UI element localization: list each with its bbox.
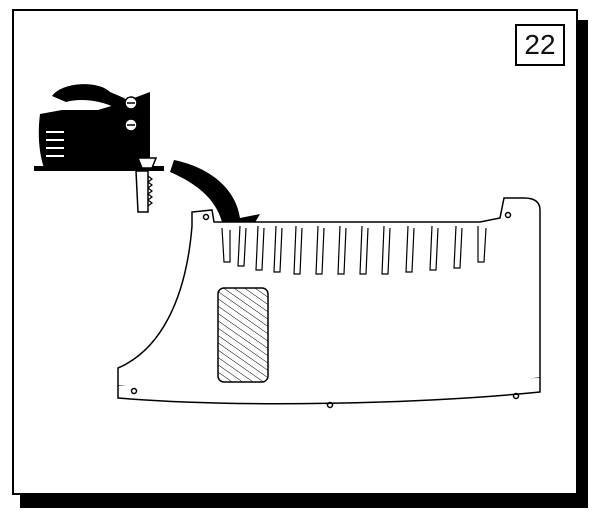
jigsaw-handle — [52, 84, 130, 108]
vent-fin — [273, 225, 283, 273]
vent-fin — [359, 225, 369, 275]
vent-fin — [429, 225, 439, 271]
step-number-badge: 22 — [515, 24, 565, 66]
vent-fin — [381, 225, 391, 275]
vent-fin — [477, 226, 487, 263]
cut-area — [217, 287, 269, 383]
panel-outline — [117, 197, 541, 393]
mount-hole — [512, 392, 520, 400]
step-number: 22 — [524, 29, 556, 60]
vent-fin — [237, 225, 247, 267]
jigsaw-body — [38, 92, 150, 168]
vent-fin — [221, 227, 231, 263]
vent-fin — [453, 225, 463, 269]
mount-hole — [504, 211, 512, 219]
mount-hole — [202, 213, 210, 221]
mount-hole — [130, 387, 138, 395]
vent-fin — [405, 225, 415, 273]
vent-fin — [255, 225, 265, 271]
cover-panel — [117, 197, 541, 409]
jigsaw-blade — [135, 170, 149, 213]
vent-fin — [315, 225, 325, 275]
jigsaw-icon — [34, 84, 164, 213]
jigsaw-shoe — [34, 166, 164, 171]
mount-hole — [326, 401, 334, 409]
vent-fins — [221, 225, 487, 275]
vent-fin — [337, 225, 347, 275]
vent-fin — [293, 225, 303, 275]
